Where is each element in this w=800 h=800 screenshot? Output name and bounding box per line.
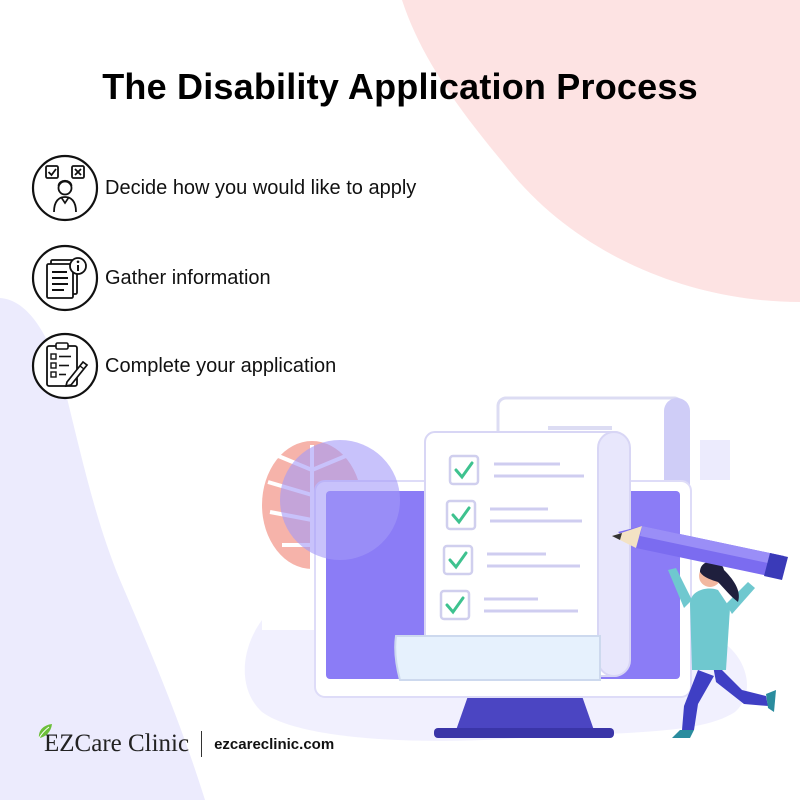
documents-info-icon	[31, 244, 99, 312]
step-gather: Gather information	[31, 244, 271, 312]
lavender-blob-shape	[0, 298, 205, 800]
checklist-scroll	[394, 431, 631, 681]
page-title: The Disability Application Process	[102, 66, 698, 107]
website-link[interactable]: ezcareclinic.com	[214, 735, 335, 753]
clipboard-pencil-icon	[31, 332, 99, 400]
brand-logo: EZCare Clinic	[36, 724, 190, 758]
step-complete: Complete your application	[31, 332, 336, 400]
checkbox-row-3	[442, 544, 580, 576]
checkbox-row-2	[445, 499, 582, 531]
step-decide: Decide how you would like to apply	[31, 154, 416, 222]
woman-with-pencil-figure	[612, 526, 788, 738]
pencil-icon	[612, 526, 788, 580]
checkbox-row-4	[439, 589, 578, 621]
brand-name: EZCare Clinic	[44, 730, 190, 757]
leaf-logo-icon	[38, 724, 52, 739]
footer: EZCare Clinic ezcareclinic.com	[36, 724, 334, 764]
checkbox-row-1	[448, 454, 584, 486]
pink-arc-shape	[402, 0, 800, 302]
step-label-complete: Complete your application	[105, 354, 337, 377]
step-label-gather: Gather information	[105, 266, 271, 289]
person-checklist-icon	[31, 154, 99, 222]
step-label-decide: Decide how you would like to apply	[105, 176, 417, 199]
footer-divider	[201, 731, 203, 757]
